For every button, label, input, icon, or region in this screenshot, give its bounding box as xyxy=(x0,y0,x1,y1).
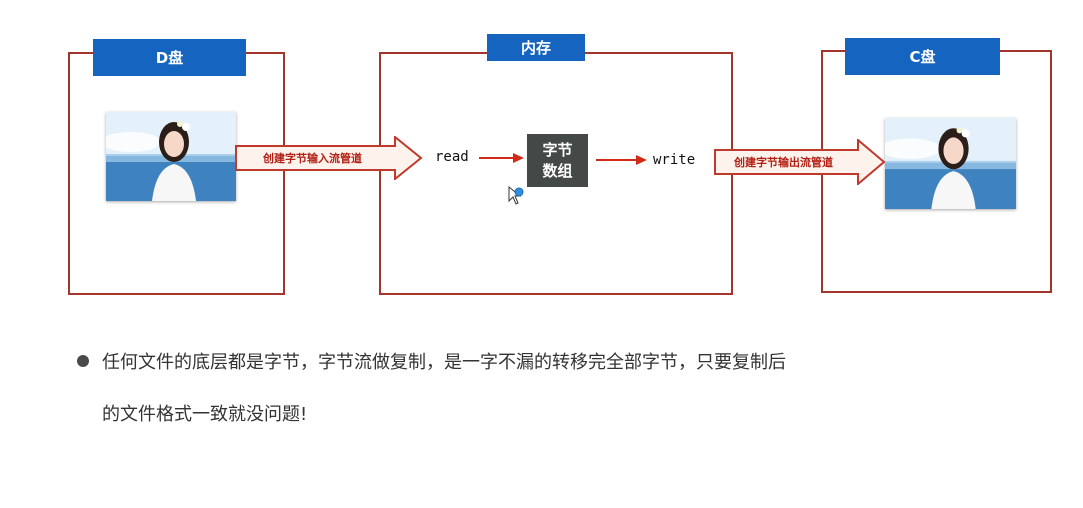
input-pipe-arrow xyxy=(235,136,423,180)
note-line-1: 任何文件的底层都是字节，字节流做复制，是一字不漏的转移完全部字节，只要复制后 xyxy=(102,352,786,373)
write-label: write xyxy=(653,152,696,168)
byte-array-line2: 数组 xyxy=(542,161,573,180)
d-drive-title: D盘 xyxy=(93,39,246,76)
memory-title: 内存 xyxy=(487,34,585,61)
copied-image xyxy=(885,118,1016,209)
read-arrow xyxy=(479,153,524,163)
bullet-icon xyxy=(77,355,89,367)
write-arrow xyxy=(596,155,647,165)
input-pipe-label: 创建字节输入流管道 xyxy=(263,152,362,165)
byte-array-box: 字节 数组 xyxy=(527,134,588,187)
byte-array-line1: 字节 xyxy=(542,140,573,159)
read-label: read xyxy=(435,149,469,165)
note-line-2: 的文件格式一致就没问题! xyxy=(102,404,308,425)
mouse-cursor-icon xyxy=(508,185,524,205)
c-drive-title: C盘 xyxy=(845,38,1000,75)
output-pipe-arrow xyxy=(714,139,886,185)
source-image xyxy=(106,112,236,201)
output-pipe-label: 创建字节输出流管道 xyxy=(734,156,833,169)
